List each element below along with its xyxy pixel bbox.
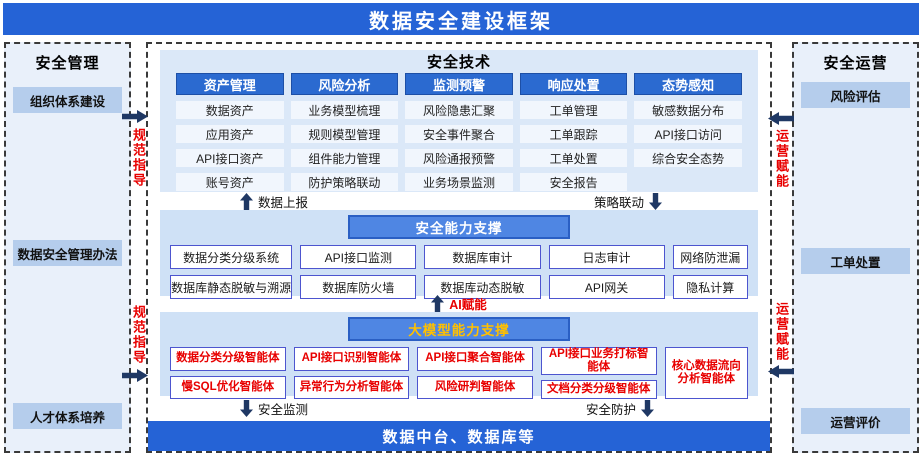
operation-enable-label-bottom: 运营赋能 xyxy=(774,302,789,362)
column-header: 响应处置 xyxy=(519,73,628,95)
list-item: 运营评价 xyxy=(801,408,910,434)
column-asset-management: 资产管理 数据资产 应用资产 API接口资产 账号资产 xyxy=(176,73,284,191)
security-management-panel: 安全管理 组织体系建设 数据安全管理办法 人才体系培养 xyxy=(4,42,131,453)
list-item: 组织体系建设 xyxy=(13,87,122,113)
list-item: API接口监测 xyxy=(300,245,417,269)
security-monitor-label: 安全监测 xyxy=(258,402,309,417)
right-arrow-icon xyxy=(122,110,148,123)
list-item: 数据安全管理办法 xyxy=(13,240,122,266)
security-capability-title: 安全能力支撑 xyxy=(348,215,570,239)
down-arrow-icon xyxy=(649,192,662,210)
list-item: 应用资产 xyxy=(176,125,284,143)
list-item: 核心数据流向分析智能体 xyxy=(664,347,748,399)
llm-column: API接口聚合智能体 风险研判智能体 xyxy=(417,347,533,399)
list-item: 防护策略联动 xyxy=(290,173,399,191)
ai-enable-label: AI赋能 xyxy=(449,298,487,312)
list-item: API接口资产 xyxy=(176,149,284,167)
column-risk-analysis: 风险分析 业务模型梳理 规则模型管理 组件能力管理 防护策略联动 xyxy=(290,73,399,191)
llm-capability-title: 大模型能力支撑 xyxy=(348,317,570,341)
bottom-flow-strip: 安全监测 安全防护 xyxy=(160,398,758,418)
list-item: 敏感数据分布 xyxy=(634,101,742,119)
list-item: 综合安全态势 xyxy=(634,149,742,167)
down-arrow-icon xyxy=(641,399,654,417)
list-item: 规则模型管理 xyxy=(290,125,399,143)
list-item: 网络防泄漏 xyxy=(672,245,748,269)
column-response-handling: 响应处置 工单管理 工单跟踪 工单处置 安全报告 xyxy=(519,73,628,191)
security-technology-panel: 安全技术 资产管理 数据资产 应用资产 API接口资产 账号资产 风险分析 业务… xyxy=(160,50,758,192)
column-header: 风险分析 xyxy=(290,73,399,95)
list-item: 安全事件聚合 xyxy=(405,125,513,143)
left-arrow-icon xyxy=(768,112,794,125)
list-item: 日志审计 xyxy=(548,245,665,269)
llm-column: API接口业务打标智能体 文档分类分级智能体 xyxy=(540,347,657,399)
list-item: 安全报告 xyxy=(519,173,628,191)
list-item: 数据库审计 xyxy=(424,245,541,269)
list-item: API接口聚合智能体 xyxy=(417,347,533,371)
list-item: API网关 xyxy=(548,275,665,299)
data-platform-bar: 数据中台、数据库等 xyxy=(148,421,770,451)
security-capability-panel: 安全能力支撑 数据分类分级系统 API接口监测 数据库审计 日志审计 网络防泄漏… xyxy=(160,210,758,299)
policy-link-label: 策略联动 xyxy=(593,195,644,210)
list-item: 风险研判智能体 xyxy=(417,375,533,399)
list-item: 人才体系培养 xyxy=(13,403,122,429)
list-item: 工单处置 xyxy=(519,149,628,167)
list-item: 隐私计算 xyxy=(672,275,748,299)
list-item: 风险评估 xyxy=(801,82,910,108)
security-technology-title: 安全技术 xyxy=(426,54,491,71)
guide-label-bottom: 规范指导 xyxy=(131,305,146,365)
guide-label-top: 规范指导 xyxy=(131,128,146,188)
list-item: 业务模型梳理 xyxy=(290,101,399,119)
tech-support-flow-strip: 数据上报 策略联动 xyxy=(160,192,758,210)
list-item: 数据分类分级智能体 xyxy=(170,347,286,371)
llm-column: API接口识别智能体 异常行为分析智能体 xyxy=(293,347,410,399)
left-arrow-icon xyxy=(768,365,794,378)
list-item: API接口识别智能体 xyxy=(293,347,410,371)
llm-column-span: 核心数据流向分析智能体 xyxy=(664,347,748,399)
list-item: 风险隐患汇聚 xyxy=(405,101,513,119)
list-item: 数据分类分级系统 xyxy=(170,245,293,269)
list-item: 数据资产 xyxy=(176,101,284,119)
operation-enable-label-top: 运营赋能 xyxy=(774,129,789,189)
column-header: 态势感知 xyxy=(634,73,742,95)
capability-row: 数据库静态脱敏与溯源 数据库防火墙 数据库动态脱敏 API网关 隐私计算 xyxy=(160,275,758,299)
list-item: 风险通报预警 xyxy=(405,149,513,167)
list-item: 工单管理 xyxy=(519,101,628,119)
list-item: API接口访问 xyxy=(634,125,742,143)
list-item: 工单处置 xyxy=(801,248,910,274)
llm-capability-panel: 大模型能力支撑 数据分类分级智能体 慢SQL优化智能体 API接口识别智能体 异… xyxy=(160,312,758,399)
page-title: 数据安全建设框架 xyxy=(3,3,919,35)
right-arrow-icon xyxy=(122,369,148,382)
column-header: 监测预警 xyxy=(405,73,513,95)
data-report-label: 数据上报 xyxy=(258,195,309,210)
technology-columns: 资产管理 数据资产 应用资产 API接口资产 账号资产 风险分析 业务模型梳理 … xyxy=(160,73,758,191)
ai-enable-strip: AI赋能 xyxy=(160,295,758,312)
list-item: 慢SQL优化智能体 xyxy=(170,375,286,399)
llm-column: 数据分类分级智能体 慢SQL优化智能体 xyxy=(170,347,286,399)
capability-row: 数据分类分级系统 API接口监测 数据库审计 日志审计 网络防泄漏 xyxy=(160,245,758,269)
column-header: 资产管理 xyxy=(176,73,284,95)
list-item: 工单跟踪 xyxy=(519,125,628,143)
list-item: 数据库动态脱敏 xyxy=(424,275,541,299)
up-arrow-icon xyxy=(240,192,253,210)
column-situation-awareness: 态势感知 敏感数据分布 API接口访问 综合安全态势 xyxy=(634,73,742,191)
security-protect-label: 安全防护 xyxy=(585,402,636,417)
down-arrow-icon xyxy=(240,399,253,417)
llm-grid: 数据分类分级智能体 慢SQL优化智能体 API接口识别智能体 异常行为分析智能体… xyxy=(160,347,758,399)
list-item: 数据库静态脱敏与溯源 xyxy=(170,275,293,299)
security-operation-panel: 安全运营 风险评估 工单处置 运营评价 xyxy=(792,42,919,453)
security-operation-title: 安全运营 xyxy=(823,55,888,72)
list-item: 组件能力管理 xyxy=(290,149,399,167)
column-monitor-warning: 监测预警 风险隐患汇聚 安全事件聚合 风险通报预警 业务场景监测 xyxy=(405,73,513,191)
security-management-title: 安全管理 xyxy=(35,55,100,72)
up-arrow-icon xyxy=(431,295,445,312)
list-item: 数据库防火墙 xyxy=(300,275,417,299)
list-item: 文档分类分级智能体 xyxy=(540,380,657,399)
list-item: 业务场景监测 xyxy=(405,173,513,191)
list-item: API接口业务打标智能体 xyxy=(540,347,657,376)
list-item: 异常行为分析智能体 xyxy=(293,375,410,399)
security-technology-container: 安全技术 资产管理 数据资产 应用资产 API接口资产 账号资产 风险分析 业务… xyxy=(146,42,772,453)
list-item: 账号资产 xyxy=(176,173,284,191)
